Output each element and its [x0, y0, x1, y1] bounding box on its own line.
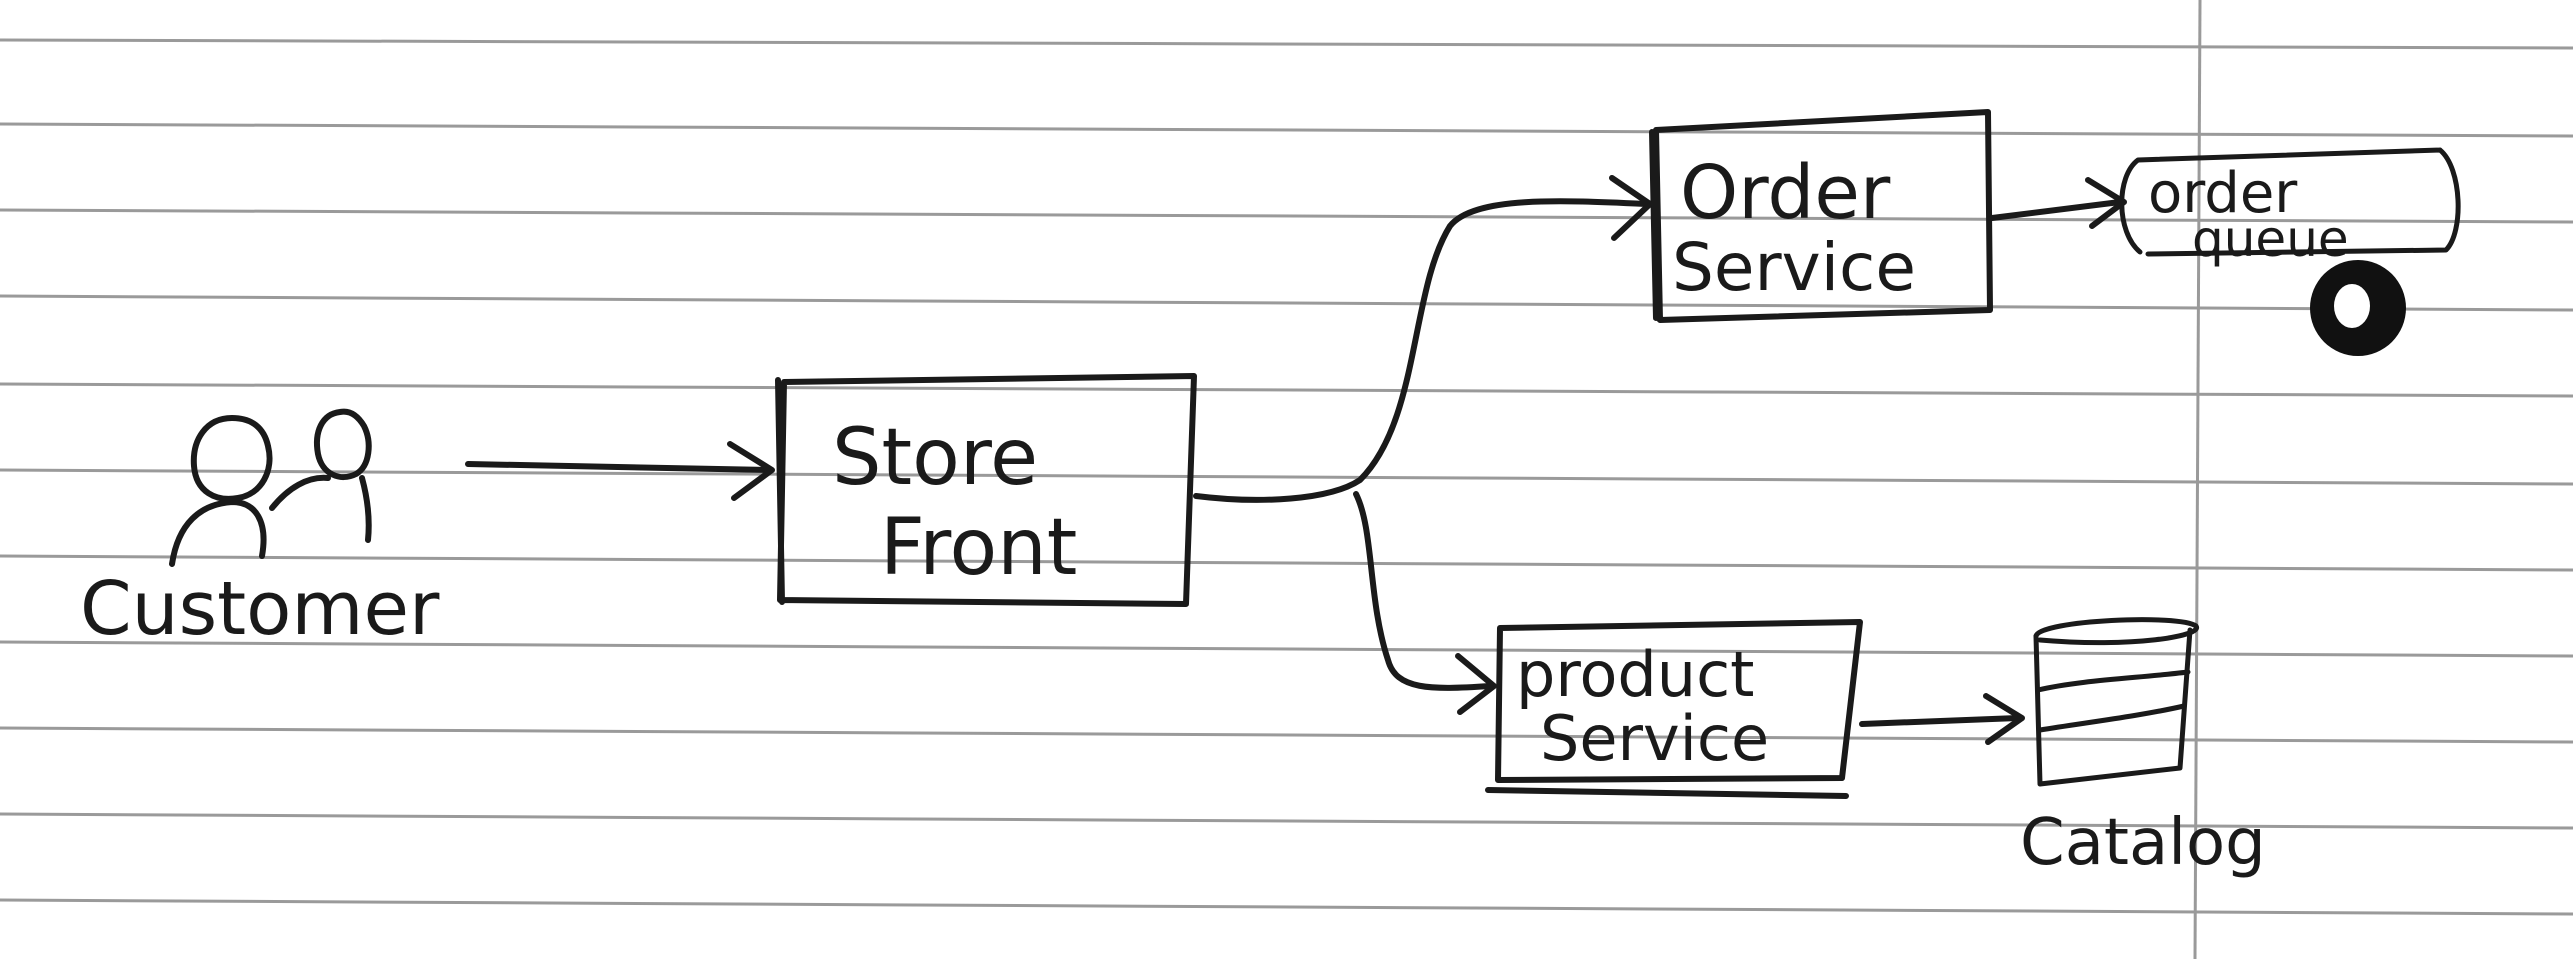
edge-store-front-to-product-service [1353, 491, 1497, 715]
catalog-node: Catalog [2020, 617, 2266, 880]
customer-node: Customer [80, 408, 440, 652]
store-front-label-line1: Store [832, 413, 1038, 503]
edge-product-service-to-catalog [1859, 693, 2025, 745]
customer-icon [169, 408, 372, 567]
order-service-node: Order Service [1649, 109, 1993, 323]
order-service-box [1649, 109, 1993, 323]
store-front-node: Store Front [775, 373, 1197, 607]
order-queue-label-line1: order [2148, 161, 2298, 226]
order-service-label-line1: Order [1680, 150, 1891, 236]
catalog-label: Catalog [2020, 806, 2266, 880]
edge-order-service-to-queue [1989, 177, 2127, 229]
edge-store-front-to-order-service [1193, 175, 1653, 503]
order-service-label-line2: Service [1672, 229, 1916, 306]
order-queue-label-line2: queue [2192, 210, 2349, 268]
edge-customer-to-store-front [465, 441, 775, 501]
catalog-database-icon [2033, 617, 2200, 787]
customer-label: Customer [80, 566, 440, 652]
product-service-label-line1: product [1516, 638, 1754, 711]
product-service-box [1485, 619, 1863, 799]
order-queue-node: order queue [2119, 147, 2461, 356]
store-front-box [775, 373, 1197, 607]
ink-blot-ring [2310, 260, 2406, 356]
product-service-label-line2: Service [1540, 702, 1769, 775]
product-service-node: product Service [1485, 619, 1863, 799]
store-front-label-line2: Front [880, 503, 1077, 593]
connectors [465, 175, 2127, 745]
